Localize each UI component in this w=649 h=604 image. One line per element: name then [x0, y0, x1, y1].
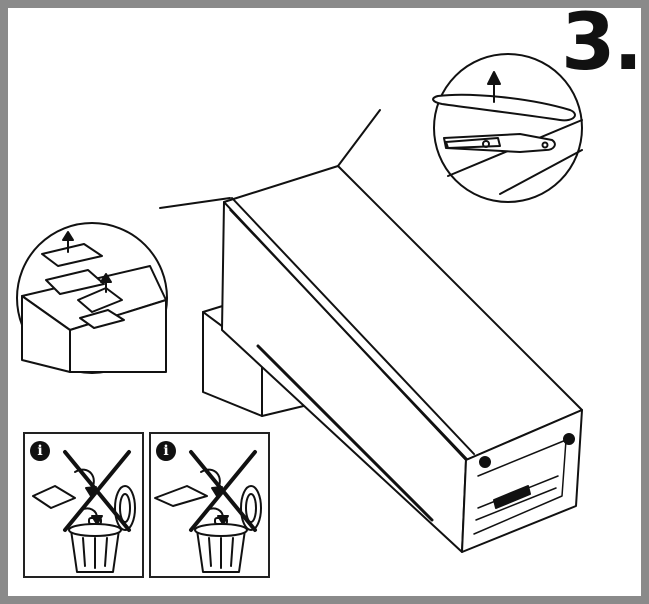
step-number: 3. [561, 0, 643, 88]
zoom-circle-left [16, 222, 168, 374]
cross-line [63, 450, 131, 532]
callout-line-right [337, 109, 381, 167]
disposal-illustration-2 [154, 450, 262, 573]
cross-line [189, 450, 257, 532]
info-panel-1: i [23, 432, 144, 578]
info-icon: i [30, 441, 50, 461]
appliance-body [221, 165, 583, 553]
zoom-circle-right [432, 53, 583, 203]
trash-can-icon [194, 485, 262, 573]
callout-line-left [159, 197, 231, 209]
info-panel-2: i [149, 432, 270, 578]
info-icon: i [156, 441, 176, 461]
disposal-illustration-1 [32, 450, 136, 573]
